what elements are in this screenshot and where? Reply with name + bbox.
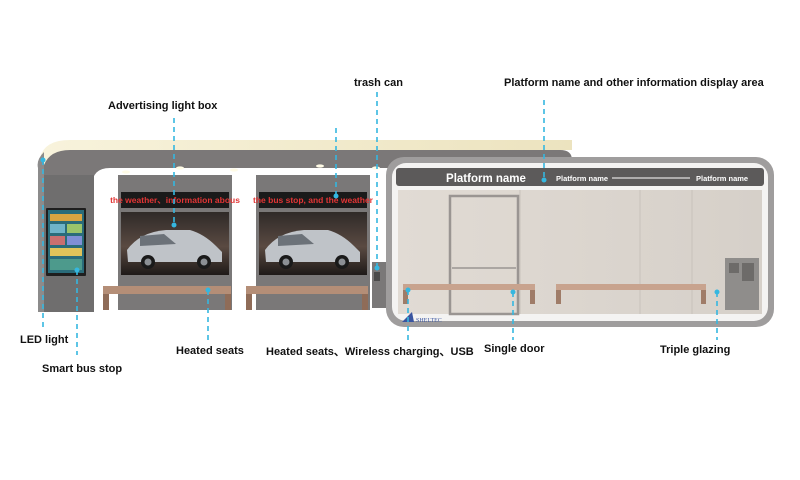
- label-advertising-light-box: Advertising light box: [108, 100, 218, 112]
- label-smart-bus-stop: Smart bus stop: [42, 363, 123, 375]
- trash-can: [372, 262, 386, 308]
- label-heated-seats-wireless: Heated seats、Wireless charging、USB: [266, 346, 474, 358]
- ceiling-downlights: [122, 164, 380, 174]
- ticker-text-right: the bus stop, and the weather: [253, 195, 374, 205]
- label-heated-seats: Heated seats: [176, 345, 244, 357]
- heated-bench-1: [103, 286, 231, 310]
- glass-enclosure: [386, 157, 774, 327]
- platform-title: Platform name: [446, 173, 526, 185]
- platform-subtitle-right: Platform name: [696, 174, 748, 183]
- callout-lines: [42, 92, 718, 355]
- label-platform-info-area: Platform name and other information disp…: [504, 77, 764, 89]
- label-single-door: Single door: [484, 343, 545, 355]
- platform-info-display-bar: [396, 168, 764, 186]
- led-light-strip: [40, 140, 572, 165]
- platform-subtitle-left: Platform name: [556, 174, 608, 183]
- label-trash-can: trash can: [354, 77, 403, 89]
- ticker-text-left: the weather、information abous: [110, 195, 240, 205]
- label-led-light: LED light: [20, 334, 69, 346]
- brand-logo: SHELTEC: [416, 318, 442, 324]
- callout-endpoints: [40, 157, 720, 295]
- label-triple-glazing: Triple glazing: [660, 344, 731, 356]
- left-column: [37, 152, 94, 312]
- heated-bench-2: [246, 286, 368, 310]
- single-door: [448, 194, 520, 316]
